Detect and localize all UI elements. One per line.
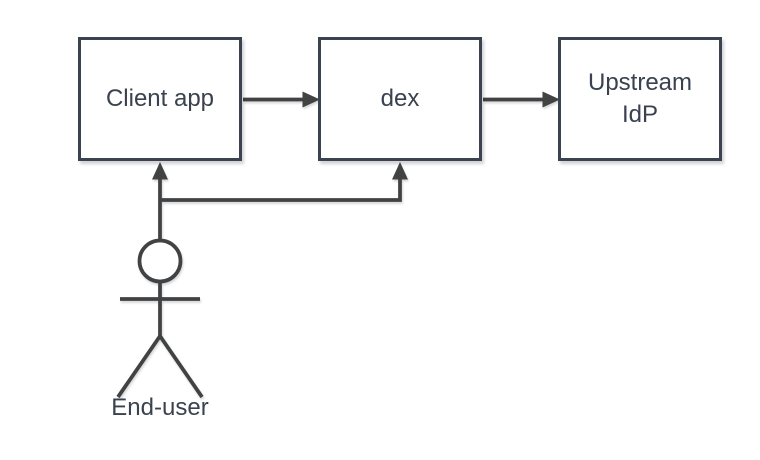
node-dex-label: dex xyxy=(380,85,420,112)
arrow-client-app-to-dex xyxy=(243,91,320,108)
node-upstream-idp-label-line1: Upstream xyxy=(587,69,693,96)
end-user-actor-icon xyxy=(116,238,204,399)
arrow-dex-to-upstream-idp xyxy=(483,91,560,108)
node-upstream-idp-label: Upstream IdP xyxy=(588,67,692,131)
node-upstream-idp-label-line2: IdP xyxy=(621,101,659,128)
end-user-label: End-user xyxy=(111,394,209,421)
node-client-app: Client app xyxy=(78,37,242,161)
node-upstream-idp: Upstream IdP xyxy=(558,37,722,161)
node-dex: dex xyxy=(318,37,482,161)
arrow-end-user-to-client-app xyxy=(152,162,168,240)
node-client-app-label: Client app xyxy=(105,85,215,112)
arrow-end-user-to-dex xyxy=(160,162,408,202)
